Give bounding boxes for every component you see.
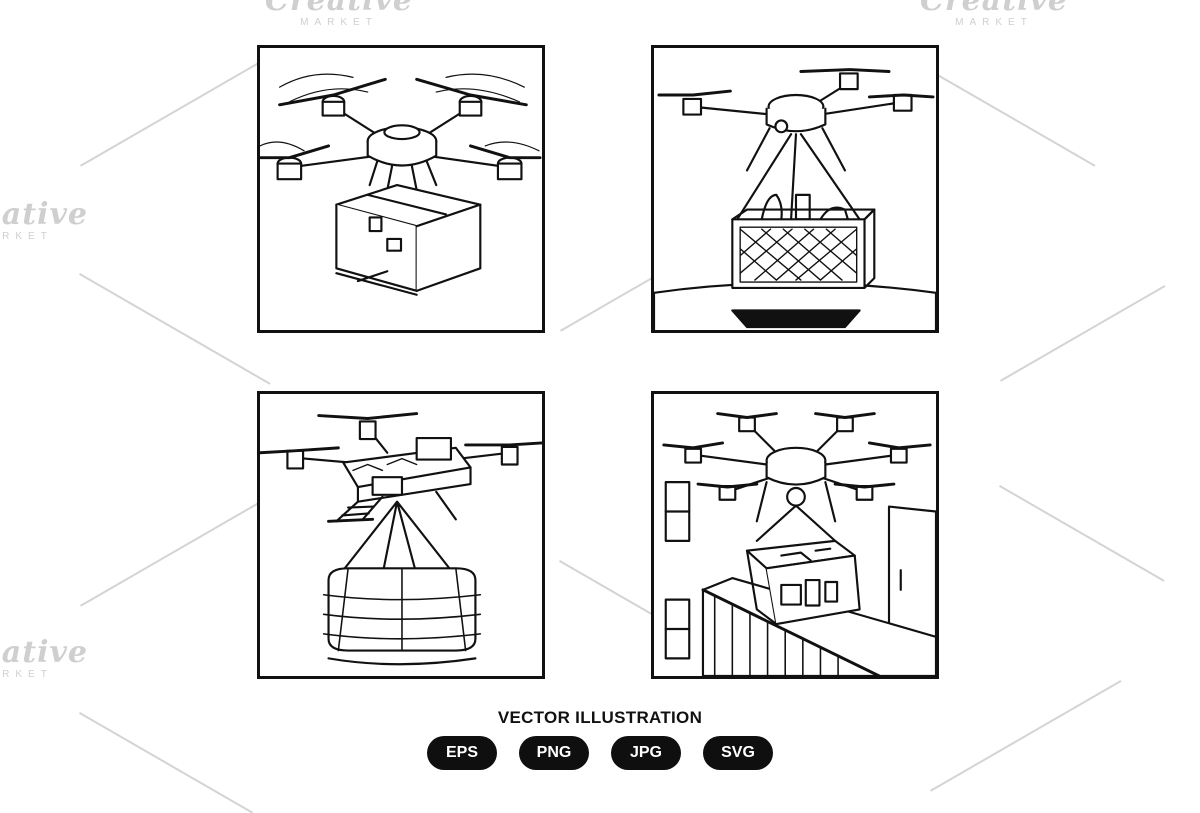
watermark-brand: Creative (0, 635, 88, 670)
format-badges: EPS PNG JPG SVG (0, 736, 1200, 770)
watermark: Creative MARKET (0, 638, 88, 680)
illustration-balcony-drone (651, 391, 939, 679)
illustration-box-drone (257, 45, 545, 333)
box-drone-drawing (260, 73, 542, 296)
format-badge-png: PNG (519, 736, 589, 770)
format-badge-eps: EPS (427, 736, 497, 770)
bg-line (80, 55, 272, 167)
bg-line (1000, 285, 1166, 382)
watermark: Creative MARKET (0, 200, 88, 242)
watermark: Creative MARKET (265, 0, 413, 28)
bg-line (80, 495, 272, 607)
watermark-sub: MARKET (955, 17, 1033, 28)
balcony-drone-drawing (662, 412, 936, 676)
crate-drone-drawing (654, 68, 936, 330)
watermark-sub: MARKET (300, 17, 378, 28)
watermark-sub: MARKET (0, 669, 53, 680)
bg-line (559, 560, 656, 617)
watermark-brand: Creative (0, 197, 88, 232)
format-badge-jpg: JPG (611, 736, 681, 770)
bundle-drone-drawing (260, 412, 542, 666)
bg-line (79, 273, 271, 385)
illustration-crate-drone (651, 45, 939, 333)
watermark-brand: Creative (265, 0, 413, 18)
watermark-brand: Creative (920, 0, 1068, 18)
caption: VECTOR ILLUSTRATION (497, 708, 703, 727)
watermark-sub: MARKET (0, 231, 53, 242)
bg-line (999, 485, 1165, 582)
illustration-bundle-drone (257, 391, 545, 679)
watermark: Creative MARKET (920, 0, 1068, 28)
format-badge-svg: SVG (703, 736, 773, 770)
bg-line (560, 270, 665, 332)
